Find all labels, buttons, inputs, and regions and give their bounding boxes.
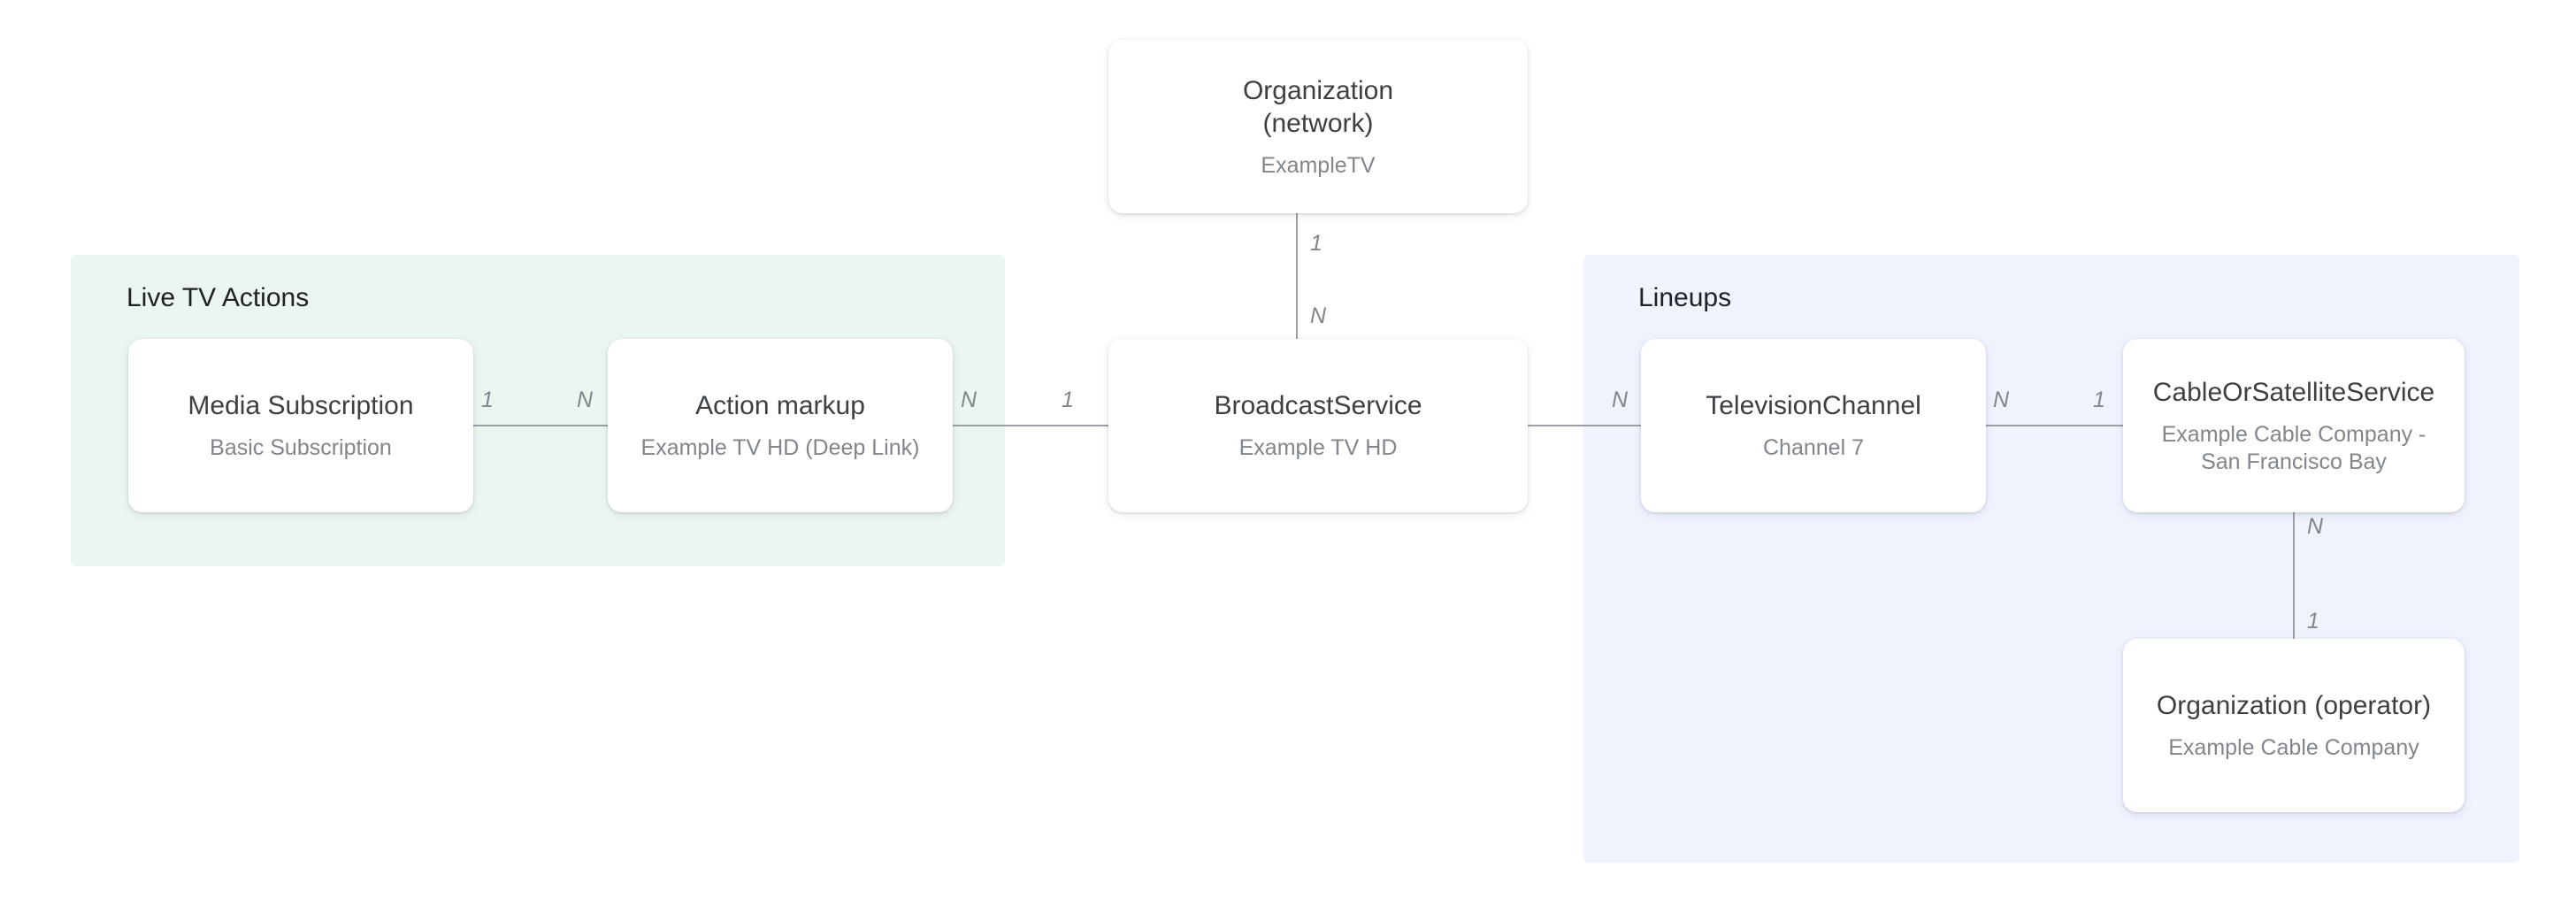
node-action-markup-title: Action markup	[695, 391, 865, 420]
node-television-channel[interactable]: TelevisionChannel Channel 7	[1641, 339, 1986, 512]
edge-line-television-channel-cable-or-satellite-service	[1977, 425, 2136, 426]
node-media-subscription[interactable]: Media Subscription Basic Subscription	[128, 339, 473, 512]
node-cable-or-satellite-service-title: CableOrSatelliteService	[2152, 377, 2435, 407]
node-organization-network-title: Organization (network)	[1242, 75, 1394, 138]
node-organization-operator-subtitle: Example Cable Company	[2168, 735, 2419, 760]
node-broadcast-service-subtitle: Example TV HD	[1238, 435, 1398, 460]
node-cable-or-satellite-service[interactable]: CableOrSatelliteService Example Cable Co…	[2123, 339, 2465, 512]
edge-label-organization-network-from: 1	[1310, 231, 1322, 256]
edge-line-broadcast-service-television-channel	[1495, 425, 1661, 426]
node-media-subscription-title: Media Subscription	[188, 391, 414, 420]
group-lineups-title: Lineups	[1638, 283, 1732, 312]
edge-label-action-markup-from: N	[961, 388, 978, 412]
edge-line-cable-or-satellite-service-organization-operator	[2293, 506, 2295, 648]
node-organization-network-subtitle: ExampleTV	[1261, 152, 1376, 178]
edge-line-action-markup-broadcast-service	[947, 425, 1111, 426]
node-broadcast-service[interactable]: BroadcastService Example TV HD	[1108, 339, 1528, 512]
group-live-tv-actions-title: Live TV Actions	[126, 283, 310, 312]
node-organization-operator-title: Organization (operator)	[2156, 691, 2432, 720]
node-cable-or-satellite-service-subtitle: Example Cable Company - San Francisco Ba…	[2161, 421, 2426, 474]
edge-label-cable-or-satellite-service-from: N	[2307, 514, 2324, 539]
node-television-channel-subtitle: Channel 7	[1763, 435, 1864, 460]
edge-label-media-subscription-to: N	[577, 388, 594, 412]
edge-label-cable-or-satellite-service-to: 1	[2307, 609, 2319, 633]
edge-label-television-channel-from: N	[1993, 388, 2010, 412]
node-organization-operator[interactable]: Organization (operator) Example Cable Co…	[2123, 639, 2465, 812]
edge-line-organization-network-broadcast-service	[1296, 212, 1298, 342]
edge-label-television-channel-to: 1	[2093, 388, 2105, 412]
edge-label-action-markup-to: 1	[1062, 388, 1074, 412]
node-broadcast-service-title: BroadcastService	[1214, 391, 1422, 420]
edge-line-media-subscription-action-markup	[467, 425, 609, 426]
node-action-markup[interactable]: Action markup Example TV HD (Deep Link)	[608, 339, 953, 512]
node-action-markup-subtitle: Example TV HD (Deep Link)	[640, 435, 920, 460]
edge-label-media-subscription-from: 1	[481, 388, 494, 412]
edge-label-broadcast-service-to: N	[1612, 388, 1629, 412]
edge-label-organization-network-to: N	[1310, 303, 1327, 328]
node-television-channel-title: TelevisionChannel	[1706, 391, 1921, 420]
node-media-subscription-subtitle: Basic Subscription	[210, 435, 392, 460]
node-organization-network[interactable]: Organization (network) ExampleTV	[1108, 40, 1528, 213]
